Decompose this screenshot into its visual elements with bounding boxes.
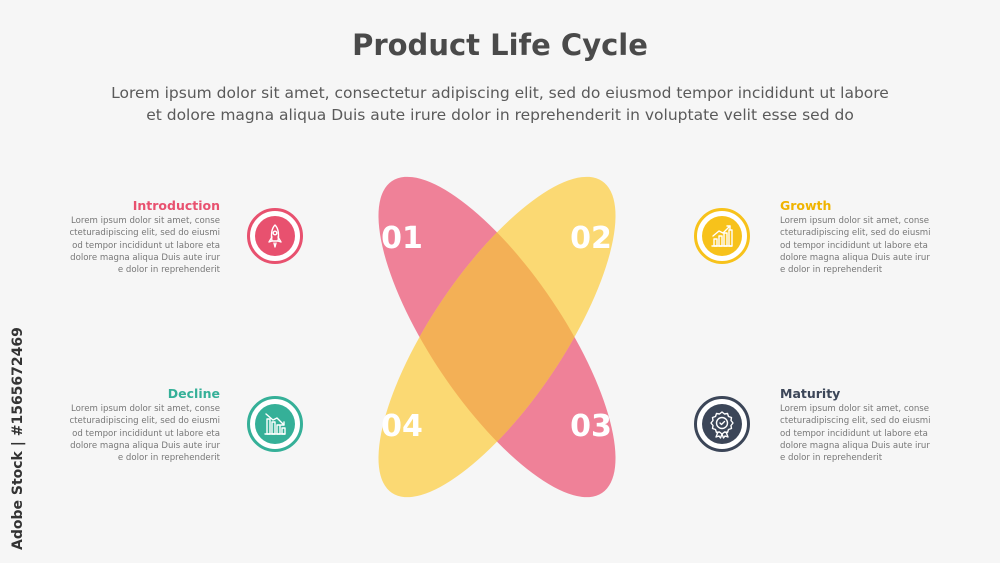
award-badge-icon bbox=[710, 411, 734, 439]
stock-watermark: Adobe Stock | #1565672469 bbox=[6, 310, 36, 560]
growth-icon-badge bbox=[694, 208, 750, 264]
text-line: od tempor incididunt ut labore eta bbox=[72, 240, 220, 251]
text-line: dolore magna aliqua Duis aute irur bbox=[70, 440, 220, 451]
text-line: Lorem ipsum dolor sit amet, conse bbox=[780, 404, 930, 414]
growth-description: Lorem ipsum dolor sit amet, conse ctetur… bbox=[780, 215, 955, 276]
text-line: od tempor incididunt ut labore eta bbox=[72, 428, 220, 439]
growth-chart-icon bbox=[711, 225, 733, 247]
maturity-icon-badge bbox=[694, 396, 750, 452]
text-line: od tempor incididunt ut labore eta bbox=[780, 240, 928, 251]
subtitle-line-1: Lorem ipsum dolor sit amet, consectetur … bbox=[111, 84, 889, 102]
decline-description: Lorem ipsum dolor sit amet, conse ctetur… bbox=[45, 403, 220, 464]
text-line: e dolor in reprehenderit bbox=[780, 453, 883, 464]
decline-icon-badge bbox=[247, 396, 303, 452]
text-line: dolore magna aliqua Duis aute irur bbox=[780, 252, 930, 263]
page-subtitle: Lorem ipsum dolor sit amet, consectetur … bbox=[40, 82, 960, 126]
introduction-icon-badge bbox=[247, 208, 303, 264]
stock-watermark-text: Adobe Stock | #1565672469 bbox=[10, 327, 26, 550]
text-line: dolore magna aliqua Duis aute irur bbox=[70, 252, 220, 263]
introduction-heading: Introduction bbox=[132, 198, 220, 213]
text-line: cteturadipiscing elit, sed do eiusmi bbox=[69, 416, 220, 427]
maturity-heading: Maturity bbox=[780, 386, 841, 401]
stage-number-01: 01 bbox=[381, 221, 423, 256]
stage-number-03: 03 bbox=[570, 409, 612, 444]
growth-heading: Growth bbox=[780, 198, 832, 213]
declining-chart-icon bbox=[264, 413, 286, 435]
text-line: dolore magna aliqua Duis aute irur bbox=[780, 440, 930, 451]
text-line: cteturadipiscing elit, sed do eiusmi bbox=[780, 228, 931, 239]
text-line: cteturadipiscing elit, sed do eiusmi bbox=[69, 228, 220, 239]
decline-heading: Decline bbox=[167, 386, 220, 401]
subtitle-line-2: et dolore magna aliqua Duis aute irure d… bbox=[146, 106, 854, 124]
rocket-icon bbox=[268, 224, 282, 248]
page-title: Product Life Cycle bbox=[352, 28, 648, 62]
text-line: Lorem ipsum dolor sit amet, conse bbox=[70, 216, 220, 226]
text-line: e dolor in reprehenderit bbox=[117, 453, 220, 464]
text-line: e dolor in reprehenderit bbox=[780, 265, 883, 276]
text-line: e dolor in reprehenderit bbox=[117, 265, 220, 276]
text-line: Lorem ipsum dolor sit amet, conse bbox=[70, 404, 220, 414]
text-line: cteturadipiscing elit, sed do eiusmi bbox=[780, 416, 931, 427]
stage-number-04: 04 bbox=[381, 409, 423, 444]
stage-number-02: 02 bbox=[570, 221, 612, 256]
text-line: od tempor incididunt ut labore eta bbox=[780, 428, 928, 439]
text-line: Lorem ipsum dolor sit amet, conse bbox=[780, 216, 930, 226]
maturity-description: Lorem ipsum dolor sit amet, conse ctetur… bbox=[780, 403, 955, 464]
introduction-description: Lorem ipsum dolor sit amet, conse ctetur… bbox=[45, 215, 220, 276]
